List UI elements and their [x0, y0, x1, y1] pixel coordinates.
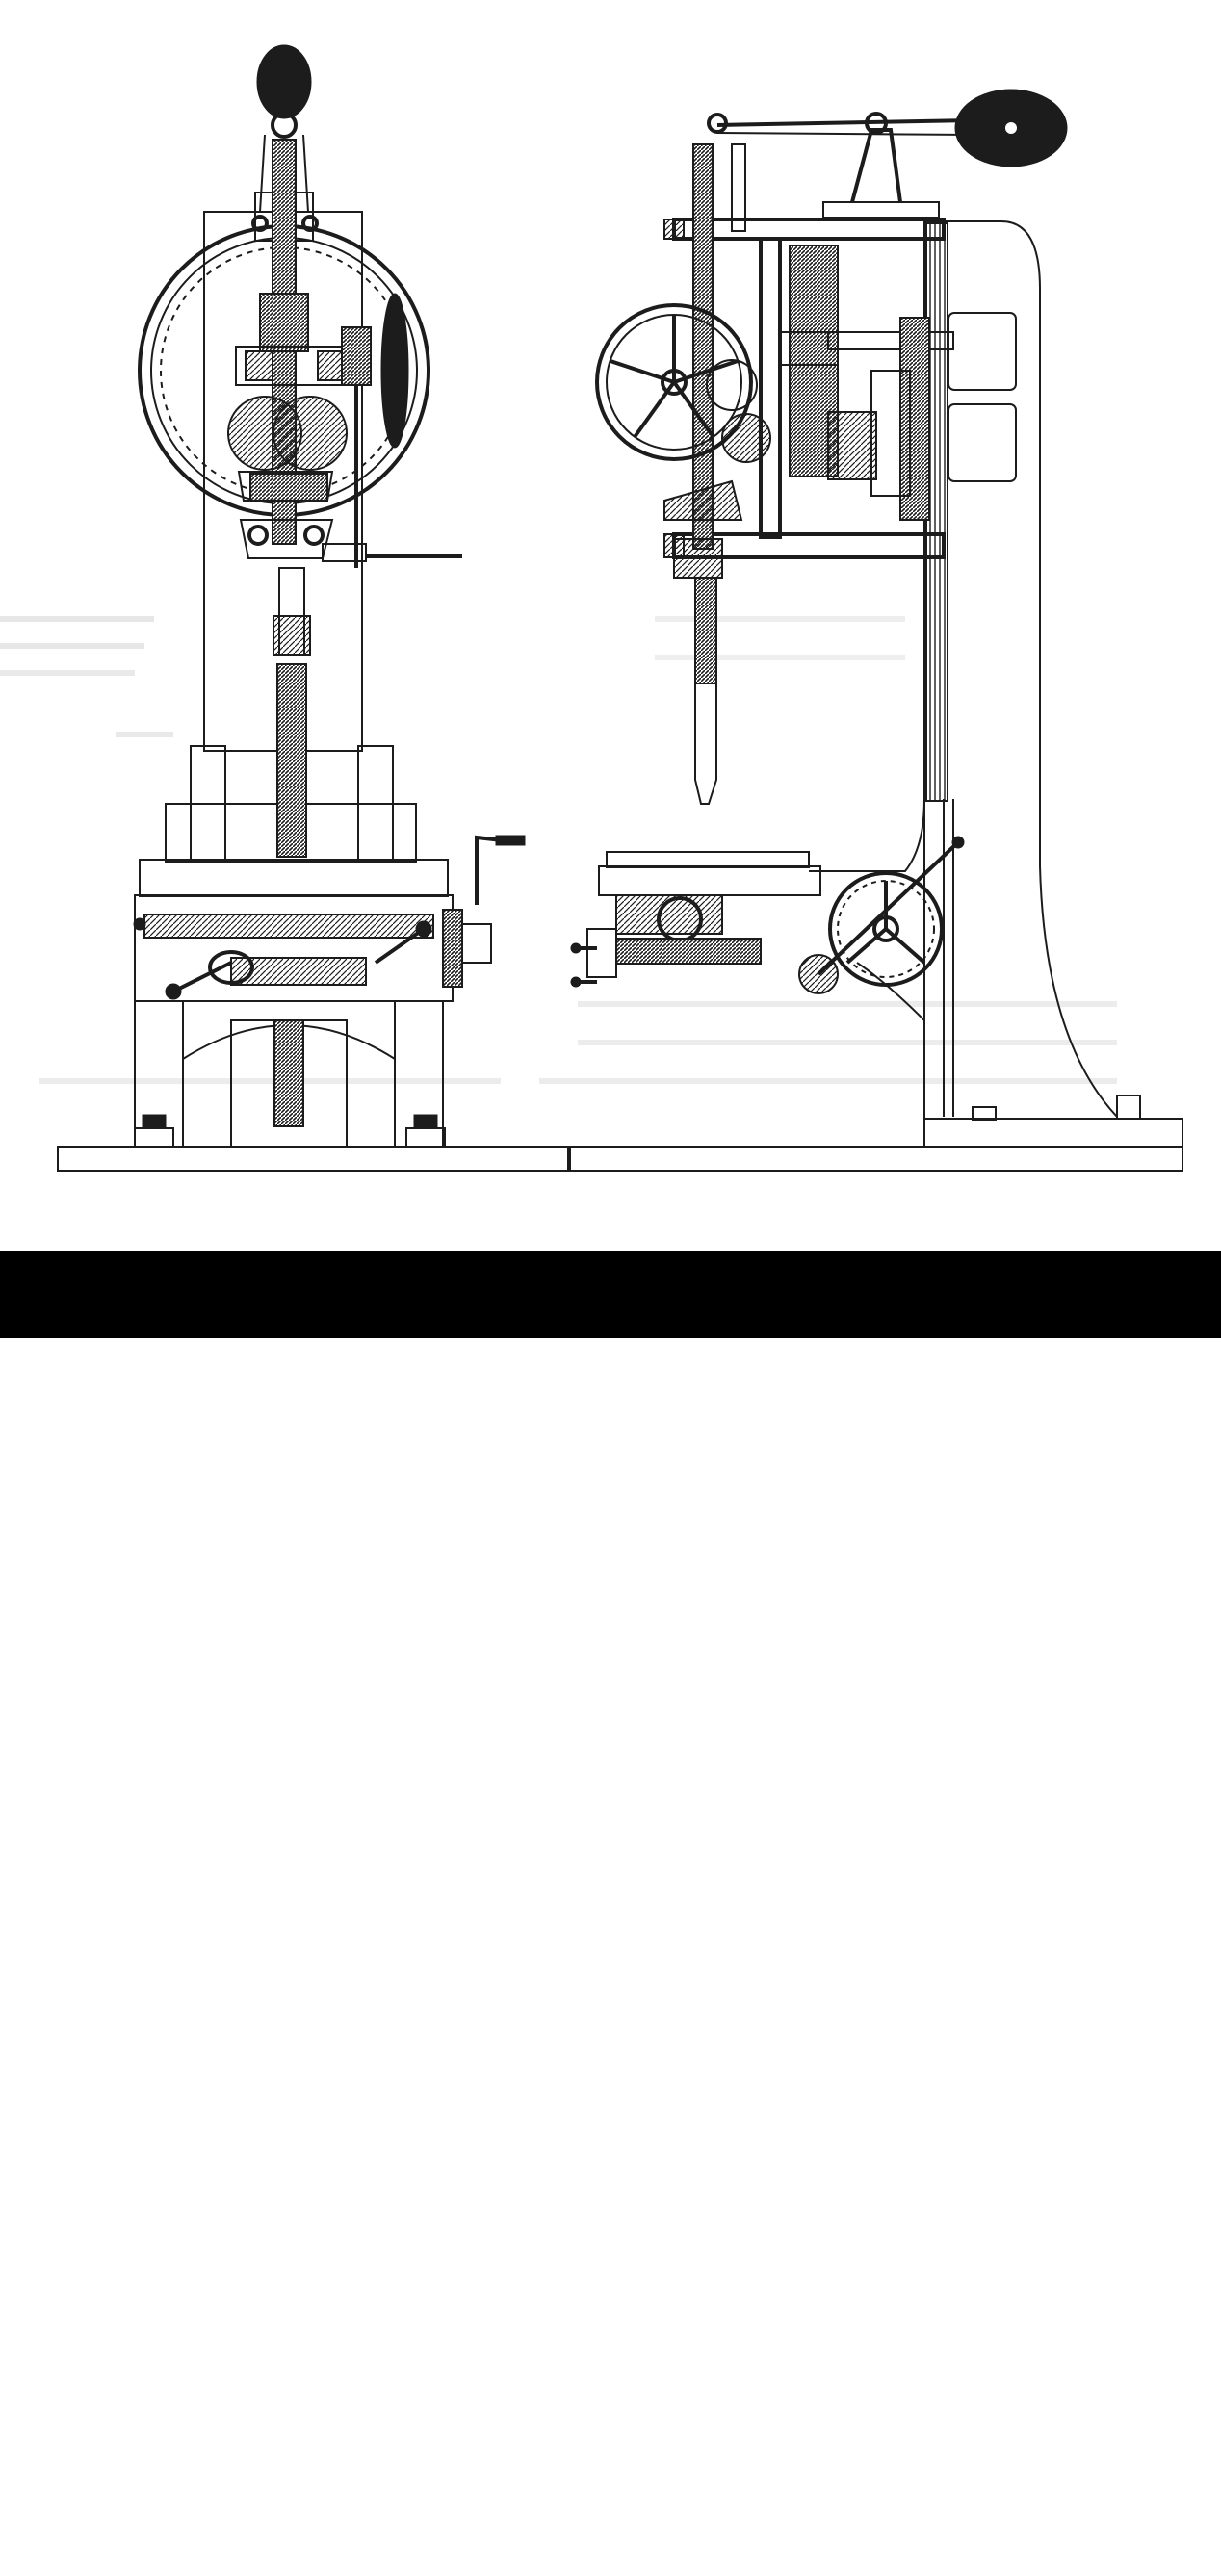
- left-base-plate: [57, 1146, 569, 1172]
- right-gear-train: [779, 245, 1017, 521]
- right-column: [923, 220, 1118, 1119]
- drilling-machines-drawing: [0, 44, 1183, 1172]
- bleed-through-text: [0, 616, 1117, 1084]
- right-drilling-machine: [569, 89, 1183, 1172]
- left-bevel-gears: [227, 396, 348, 502]
- watermark-band: alamy DR1N84: [0, 1251, 1221, 2574]
- right-counterweight-lever: [716, 118, 974, 127]
- right-base-plate: [569, 1146, 1183, 1172]
- right-table-raising-gear: [798, 836, 965, 994]
- engraving-illustration: [0, 0, 1221, 1251]
- left-table-crank: [475, 835, 521, 905]
- left-top-pulley: [256, 44, 312, 119]
- right-work-table: [606, 851, 810, 868]
- left-work-table: [139, 859, 449, 897]
- left-lower-screw: [273, 1019, 304, 1127]
- left-drilling-machine: [57, 44, 569, 1172]
- alamy-logo: alamy: [50, 2516, 216, 2574]
- right-drill-bit: [694, 683, 717, 805]
- right-feed-wheel: [595, 303, 753, 461]
- left-spindle-rack: [276, 663, 307, 858]
- image-id-label: DR1N84: [1091, 2535, 1186, 2562]
- left-hand-wheel: [322, 293, 462, 568]
